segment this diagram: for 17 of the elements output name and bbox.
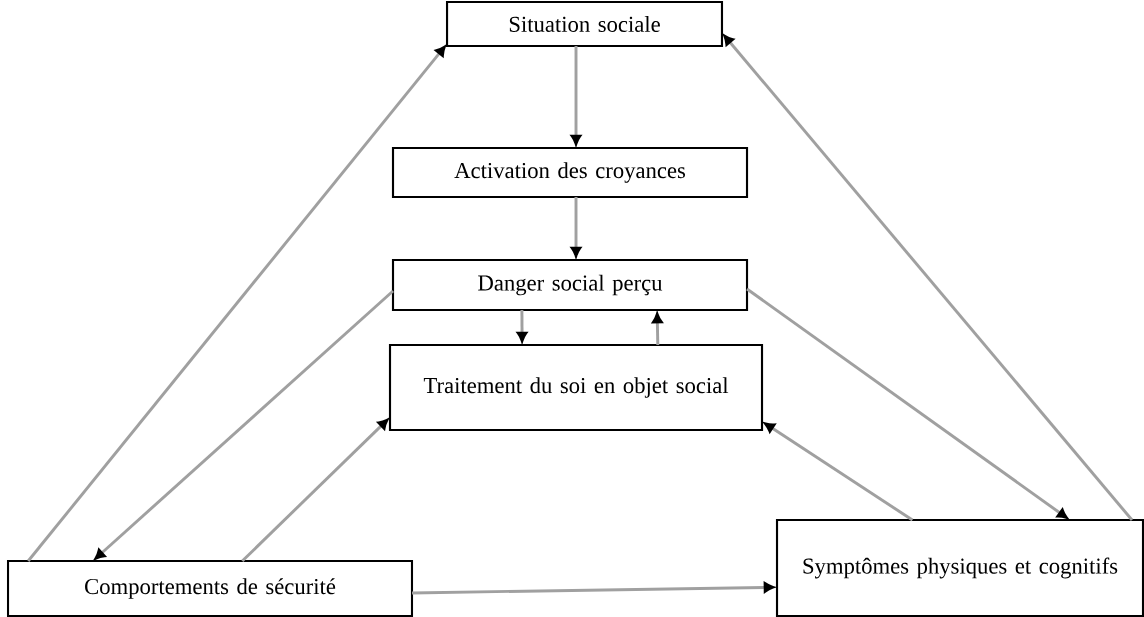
process-box: Danger social perçu	[391, 258, 749, 312]
arrow	[723, 34, 1134, 521]
arrow	[652, 312, 663, 346]
process-box: Comportements de sécurité	[6, 559, 414, 617]
arrow	[764, 422, 914, 522]
process-box: Activation des croyances	[391, 146, 749, 199]
process-box: Symptômes physiques et cognitifs	[775, 518, 1144, 617]
arrow	[746, 287, 1068, 519]
arrow	[241, 418, 389, 563]
arrow	[516, 310, 528, 343]
arrow	[27, 45, 446, 562]
arrow	[412, 582, 775, 595]
arrow	[570, 46, 582, 146]
process-box: Traitement du soi en objet social	[388, 343, 764, 432]
arrow	[570, 197, 582, 258]
process-box: Situation sociale	[445, 0, 724, 48]
arrow	[94, 289, 394, 560]
